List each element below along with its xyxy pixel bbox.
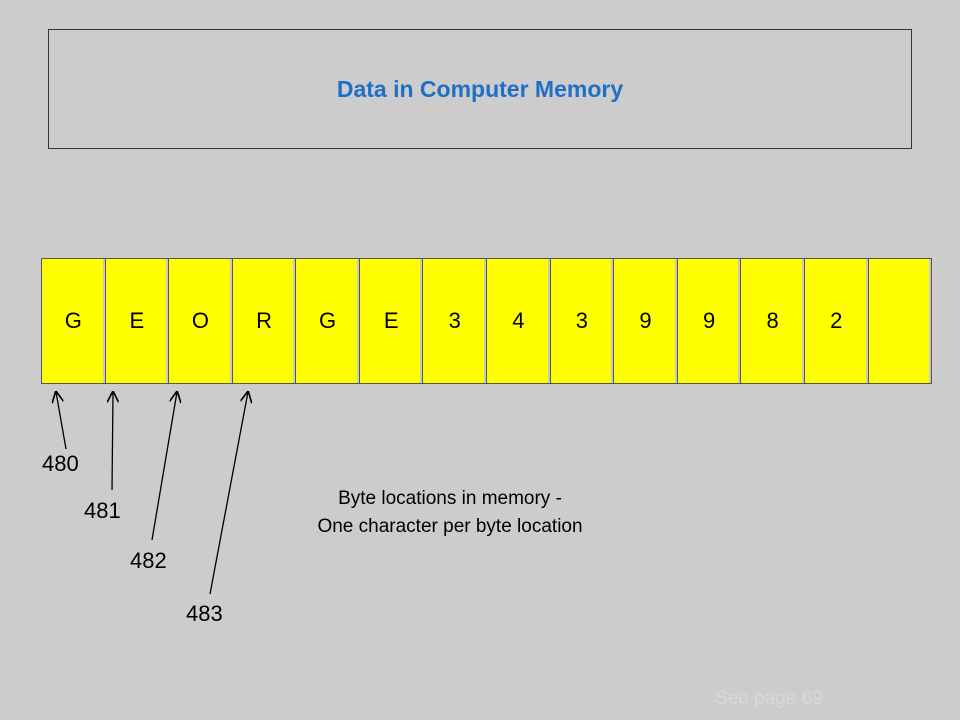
memory-cell: E xyxy=(359,259,424,383)
memory-cell: G xyxy=(42,259,106,383)
memory-row: G E O R G E 3 4 3 9 9 8 2 xyxy=(41,258,933,384)
memory-cell: 9 xyxy=(677,259,742,383)
memory-cell-empty xyxy=(868,259,933,383)
memory-cell: 4 xyxy=(487,259,551,383)
arrow-480 xyxy=(56,392,67,450)
title-box: Data in Computer Memory xyxy=(48,29,912,149)
memory-cell: E xyxy=(105,259,170,383)
memory-cell: 3 xyxy=(550,259,615,383)
memory-cell: 9 xyxy=(614,259,678,383)
page-reference: See page 69 xyxy=(715,688,823,709)
memory-cell: O xyxy=(169,259,233,383)
address-label-483: 483 xyxy=(186,601,223,626)
caption-line-1: Byte locations in memory - xyxy=(338,488,562,509)
memory-cell: 2 xyxy=(804,259,869,383)
caption: Byte locations in memory - One character… xyxy=(270,485,630,541)
slide-title: Data in Computer Memory xyxy=(336,75,624,102)
arrow-482 xyxy=(151,392,177,541)
address-label-480: 480 xyxy=(42,451,79,476)
memory-cell: 8 xyxy=(741,259,805,383)
memory-cell: 3 xyxy=(423,259,488,383)
memory-cell: R xyxy=(232,259,297,383)
address-label-482: 482 xyxy=(130,548,167,573)
caption-line-2: One character per byte location xyxy=(317,516,583,537)
arrow-481 xyxy=(112,392,113,491)
memory-cell: G xyxy=(296,259,360,383)
address-label-481: 481 xyxy=(84,498,121,523)
arrow-483 xyxy=(209,392,248,595)
